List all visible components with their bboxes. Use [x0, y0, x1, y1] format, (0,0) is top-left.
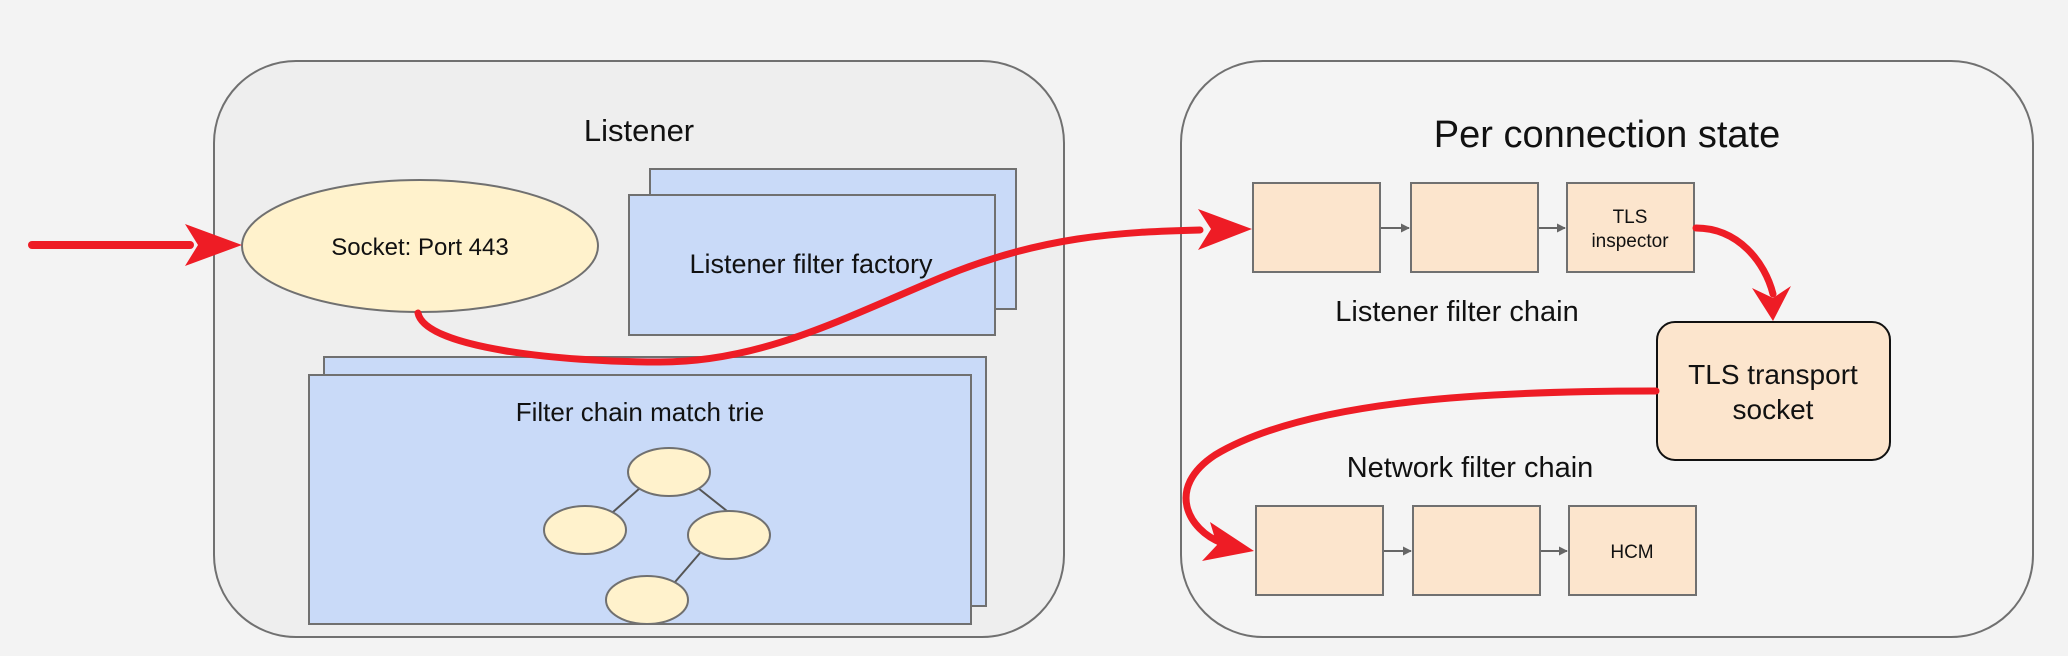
- tls-inspector-label-line1: TLS: [1613, 207, 1648, 228]
- flow-arrowheads: [185, 209, 1791, 561]
- socket-to-chain-arrow: [414, 226, 1204, 366]
- tls-transport-label-line1: TLS transport: [1688, 359, 1858, 390]
- flow-arrows: [28, 224, 1777, 547]
- connection-title: Per connection state: [1434, 114, 1780, 156]
- incoming-arrowhead: [185, 224, 242, 266]
- network-filter-chain-label: Network filter chain: [1347, 452, 1594, 484]
- trie-node-root: [627, 447, 711, 497]
- transport-to-network-arrow: [1182, 387, 1660, 547]
- connection-panel: Per connection state TLS inspector Liste…: [1180, 60, 2034, 638]
- hcm-rect: [1568, 505, 1697, 596]
- tls-transport-label-line2: socket: [1733, 394, 1814, 425]
- listener-filter-factory: Listener filter factory: [628, 168, 1017, 336]
- tls-inspector-label-line2: inspector: [1591, 231, 1669, 252]
- trie-node-right: [687, 510, 771, 560]
- tls-inspector-box: TLS inspector: [1566, 182, 1695, 273]
- network-filter-box-2: [1412, 505, 1541, 596]
- listener-filter-chain-label: Listener filter chain: [1335, 296, 1578, 328]
- filter-chain-match-trie: Filter chain match trie: [308, 356, 987, 625]
- trie-edge: [674, 552, 701, 583]
- trie-edge: [697, 487, 728, 512]
- listener-filter-box-1: [1252, 182, 1381, 273]
- trie-edge: [612, 487, 641, 513]
- connection-panel-box: [1180, 60, 2034, 638]
- hcm-label: HCM: [1610, 542, 1653, 563]
- socket-to-chain-arrowhead: [1198, 209, 1252, 250]
- hcm-box: HCM: [1568, 505, 1697, 596]
- listener-panel: Listener Socket: Port 443 Listener filte…: [213, 60, 1065, 638]
- network-filter-box-1: [1255, 505, 1384, 596]
- transport-to-network-arrowhead: [1202, 522, 1254, 561]
- trie-label: Filter chain match trie: [516, 397, 765, 427]
- listener-title: Listener: [584, 113, 694, 148]
- listener-filter-box-2: [1410, 182, 1539, 273]
- socket-label: Socket: Port 443: [331, 234, 508, 261]
- inspector-to-transport-arrowhead: [1752, 286, 1791, 321]
- inspector-to-transport-arrow: [1692, 224, 1777, 298]
- trie-node-left: [543, 505, 627, 555]
- tls-transport-rect: [1656, 321, 1891, 461]
- tls-inspector-rect: [1566, 182, 1695, 273]
- tls-transport-socket: TLS transport socket: [1656, 321, 1891, 461]
- trie-node-leaf: [605, 575, 689, 625]
- factory-label: Listener filter factory: [689, 249, 933, 279]
